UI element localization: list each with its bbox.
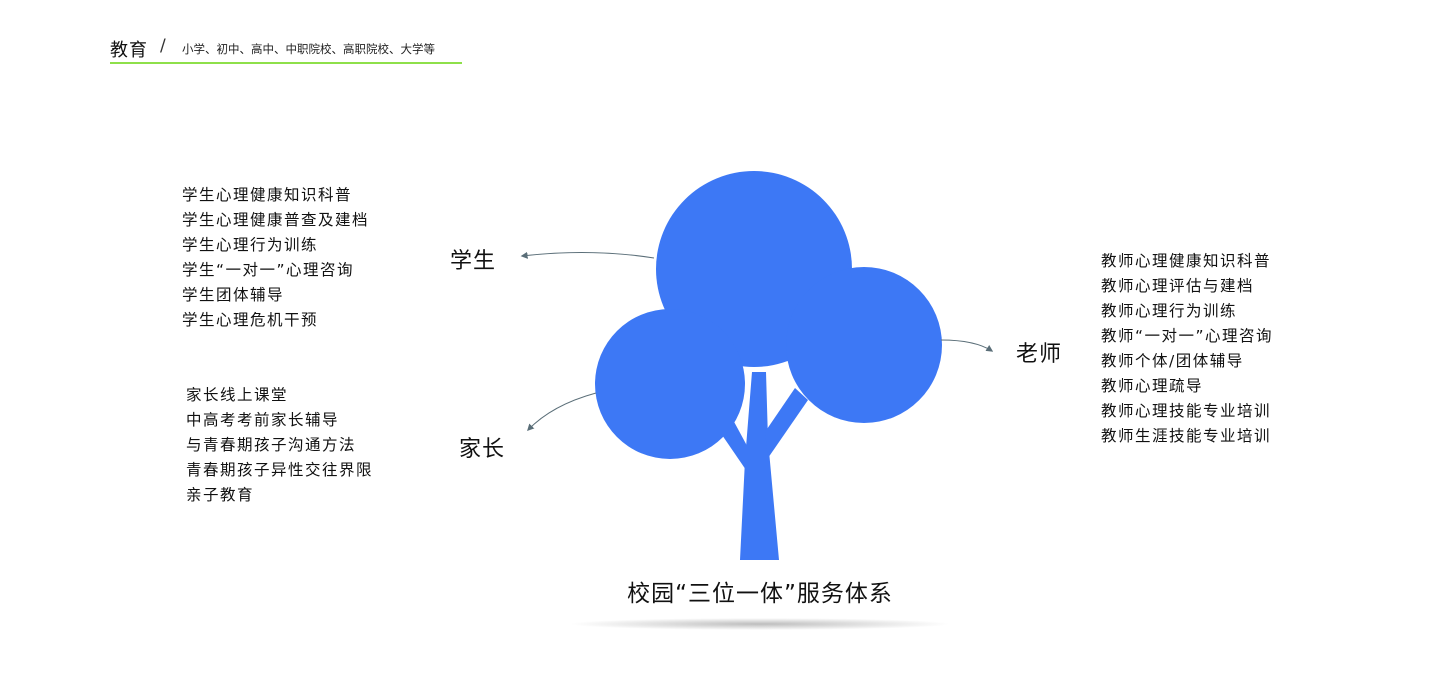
header-underline	[110, 62, 462, 64]
teacher-item: 教师心理技能专业培训	[1101, 402, 1272, 420]
header-separator: /	[160, 36, 166, 56]
student-item: 学生心理健康普查及建档	[182, 211, 370, 229]
role-label-student: 学生	[450, 249, 497, 274]
role-label-teacher: 老师	[1016, 342, 1063, 367]
teacher-item: 教师“一对一”心理咨询	[1101, 327, 1274, 345]
teacher-item: 教师生涯技能专业培训	[1101, 427, 1272, 445]
crown-teacher	[786, 267, 942, 423]
student-item: 学生心理行为训练	[182, 236, 319, 254]
teacher-item: 教师心理评估与建档	[1101, 277, 1255, 295]
arrow-to-student	[520, 251, 655, 259]
student-item: 学生“一对一”心理咨询	[182, 261, 355, 279]
student-item: 学生心理危机干预	[182, 311, 319, 329]
page-title: 教育	[110, 40, 148, 61]
arrow-to-parent	[527, 392, 597, 432]
teacher-service-list: 教师心理健康知识科普 教师心理评估与建档 教师心理行为训练 教师“一对一”心理咨…	[1101, 249, 1273, 449]
tree-trunk	[740, 372, 779, 560]
crown-parent	[595, 309, 745, 459]
role-label-parent: 家长	[459, 437, 506, 462]
page-subtitle: 小学、初中、高中、中职院校、高职院校、大学等	[182, 42, 435, 56]
diagram-caption: 校园“三位一体”服务体系	[627, 581, 893, 607]
teacher-item: 教师心理疏导	[1101, 377, 1204, 395]
parent-item: 家长线上课堂	[186, 386, 289, 404]
parent-item: 中高考考前家长辅导	[186, 411, 340, 429]
student-service-list: 学生心理健康知识科普 学生心理健康普查及建档 学生心理行为训练 学生“一对一”心…	[182, 183, 369, 333]
student-item: 学生团体辅导	[182, 286, 285, 304]
parent-service-list: 家长线上课堂 中高考考前家长辅导 与青春期孩子沟通方法 青春期孩子异性交往界限 …	[186, 383, 373, 508]
tree-branch-right	[765, 388, 808, 458]
teacher-item: 教师心理行为训练	[1101, 302, 1238, 320]
page-header: 教育 / 小学、初中、高中、中职院校、高职院校、大学等	[110, 34, 462, 66]
teacher-item: 教师个体/团体辅导	[1101, 352, 1244, 370]
arrow-to-teacher	[940, 339, 994, 352]
ground-shadow	[570, 618, 950, 630]
student-item: 学生心理健康知识科普	[182, 186, 353, 204]
teacher-item: 教师心理健康知识科普	[1101, 252, 1272, 270]
parent-item: 与青春期孩子沟通方法	[186, 436, 357, 454]
parent-item: 青春期孩子异性交往界限	[186, 461, 374, 479]
parent-item: 亲子教育	[186, 486, 255, 504]
